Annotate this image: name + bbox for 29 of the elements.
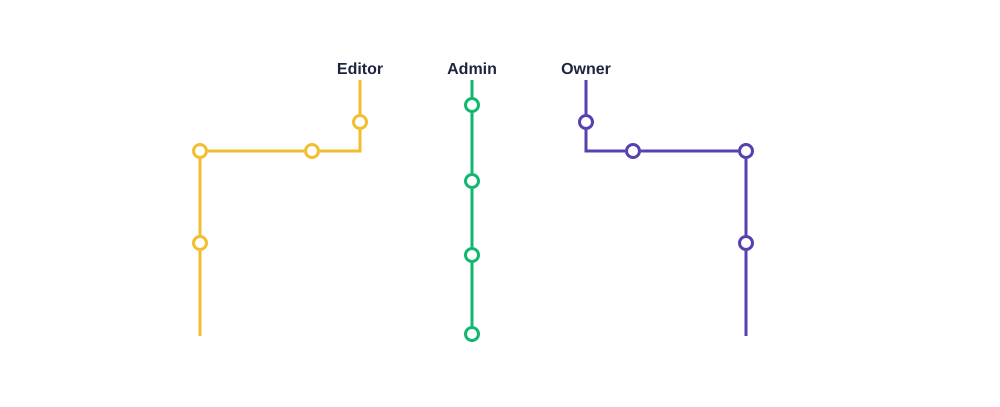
line-segment	[584, 80, 588, 114]
line-segment	[198, 159, 202, 235]
line-segment	[470, 189, 474, 247]
station-circle	[738, 235, 754, 251]
station-circle	[464, 326, 480, 342]
role-label: Editor	[336, 60, 384, 80]
station-circle	[192, 143, 208, 159]
line-segment	[470, 113, 474, 173]
station-circle	[304, 143, 320, 159]
line-segment	[470, 80, 474, 97]
station-circle	[738, 143, 754, 159]
line-segment	[470, 263, 474, 326]
line-segment	[641, 150, 738, 152]
role-label: Owner	[561, 60, 611, 80]
line-segment	[198, 251, 202, 336]
line-segment	[584, 130, 625, 152]
line-segment	[208, 150, 304, 152]
role-label: Admin	[447, 60, 497, 80]
line-segment	[358, 80, 362, 114]
station-circle	[352, 114, 368, 130]
station-circle	[578, 114, 594, 130]
line-segment	[744, 159, 748, 235]
station-circle	[192, 235, 208, 251]
station-circle	[464, 97, 480, 113]
station-circle	[464, 173, 480, 189]
line-segment	[744, 251, 748, 336]
station-circle	[464, 247, 480, 263]
line-segment	[320, 130, 362, 152]
station-circle	[625, 143, 641, 159]
